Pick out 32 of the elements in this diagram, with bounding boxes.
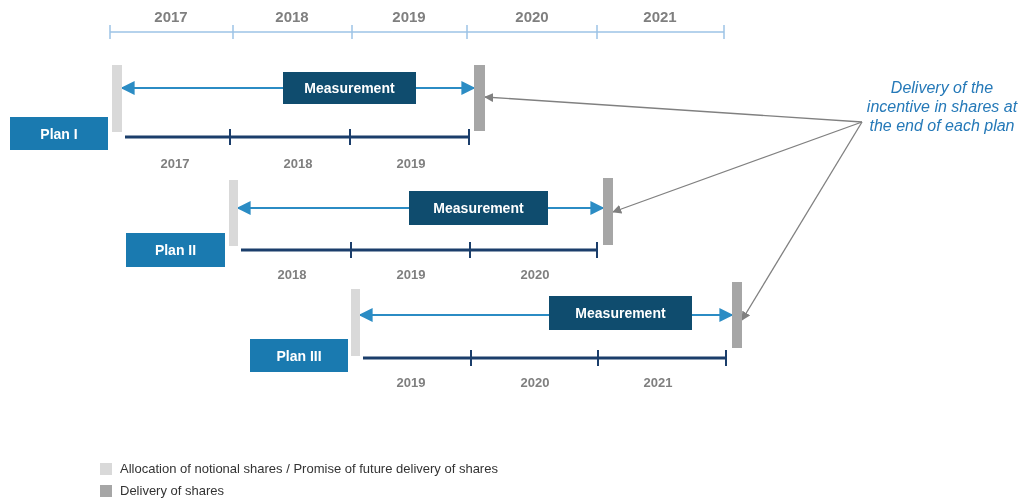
year-label: 2019 <box>391 8 427 27</box>
year-label: 2020 <box>519 375 551 392</box>
measurement-label: Measurement <box>409 191 548 225</box>
year-label: 2019 <box>395 156 427 173</box>
year-label: 2020 <box>519 267 551 284</box>
plan-box: Plan I <box>10 117 108 150</box>
allocation-bar <box>351 289 360 356</box>
year-label: 2017 <box>153 8 189 27</box>
arrow <box>484 93 863 123</box>
plan-box: Plan II <box>126 233 225 267</box>
year-label: 2018 <box>274 8 310 27</box>
year-label: 2017 <box>159 156 191 173</box>
delivery-bar <box>732 282 742 348</box>
year-label: 2021 <box>642 375 674 392</box>
allocation-bar <box>112 65 122 132</box>
legend-text: Allocation of notional shares / Promise of future delivery of shares <box>120 461 499 478</box>
year-label: 2020 <box>514 8 550 27</box>
year-label: 2018 <box>276 267 308 284</box>
measurement-label: Measurement <box>549 296 692 330</box>
year-label: 2019 <box>395 267 427 284</box>
delivery-bar <box>474 65 485 131</box>
arrow <box>612 121 863 214</box>
allocation-bar <box>229 180 238 246</box>
year-label: 2018 <box>282 156 314 173</box>
legend-text: Delivery of shares <box>120 483 226 500</box>
year-label: 2019 <box>395 375 427 392</box>
measurement-label: Measurement <box>283 72 416 104</box>
plan-box: Plan III <box>250 339 348 372</box>
delivery-bar <box>603 178 613 245</box>
callout-text: Delivery of the incentive in shares at the end of each plan <box>862 78 1022 173</box>
arrow <box>741 121 863 321</box>
year-label: 2021 <box>642 8 678 27</box>
